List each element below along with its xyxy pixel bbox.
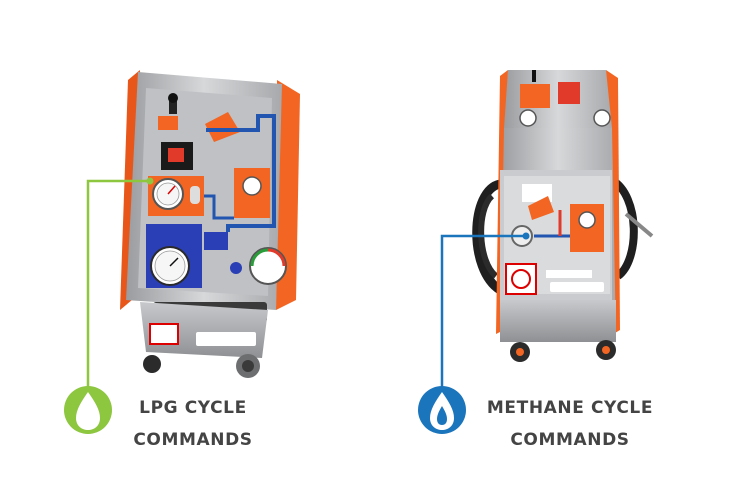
lpg-caption-line1: LPG CYCLE: [139, 398, 247, 418]
methane-connector-line: [440, 234, 526, 390]
lpg-connector-dot: [146, 177, 154, 185]
lpg-caption: LPG CYCLE COMMANDS: [118, 392, 268, 456]
methane-caption-line1: METHANE CYCLE: [486, 398, 654, 418]
methane-machine: [472, 70, 654, 362]
lpg-machine: [120, 70, 300, 378]
methane-connector-dot: [522, 232, 530, 240]
lpg-caption-line2: COMMANDS: [133, 430, 253, 450]
methane-caption-line2: COMMANDS: [510, 430, 630, 450]
lpg-connector-line: [86, 179, 150, 390]
methane-flame-drop-icon: [418, 386, 466, 434]
methane-caption: METHANE CYCLE COMMANDS: [470, 392, 670, 456]
lpg-flame-drop-icon: [64, 386, 112, 434]
